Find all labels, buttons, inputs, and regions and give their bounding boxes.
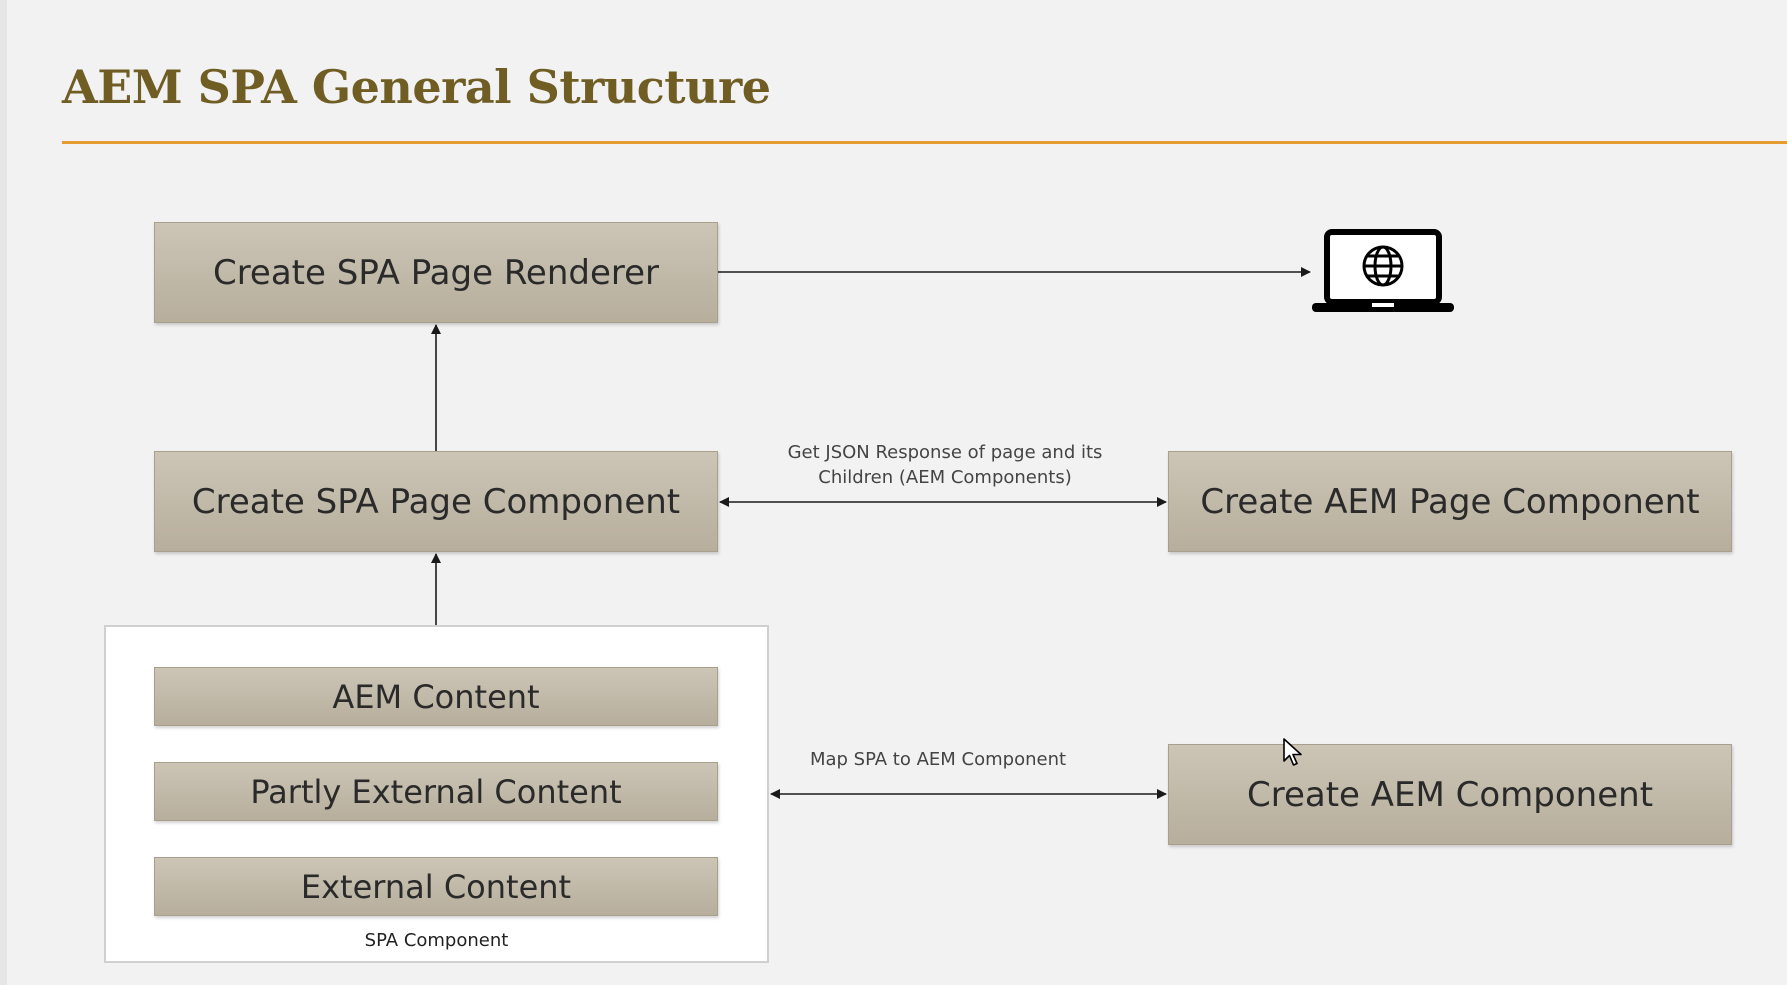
slide-edge [0, 0, 7, 985]
spa-component-label: SPA Component [364, 930, 509, 951]
json-response-label-line1: Get JSON Response of page and its [787, 442, 1103, 463]
spa-page-renderer-box: Create SPA Page Renderer [154, 222, 718, 323]
title-underline [62, 141, 1787, 144]
map-spa-to-aem-label: Map SPA to AEM Component [809, 749, 1067, 770]
aem-component-box: Create AEM Component [1168, 744, 1732, 845]
partly-external-content-box: Partly External Content [154, 762, 718, 821]
mouse-cursor-icon [1282, 737, 1304, 774]
json-response-label: Get JSON Response of page and its Childr… [760, 440, 1130, 490]
aem-page-component-box: Create AEM Page Component [1168, 451, 1732, 552]
external-content-box: External Content [154, 857, 718, 916]
spa-page-component-box: Create SPA Page Component [154, 451, 718, 552]
laptop-globe-icon [1312, 228, 1454, 321]
slide-title: AEM SPA General Structure [62, 60, 771, 114]
aem-content-box: AEM Content [154, 667, 718, 726]
json-response-label-line2: Children (AEM Components) [818, 467, 1072, 488]
